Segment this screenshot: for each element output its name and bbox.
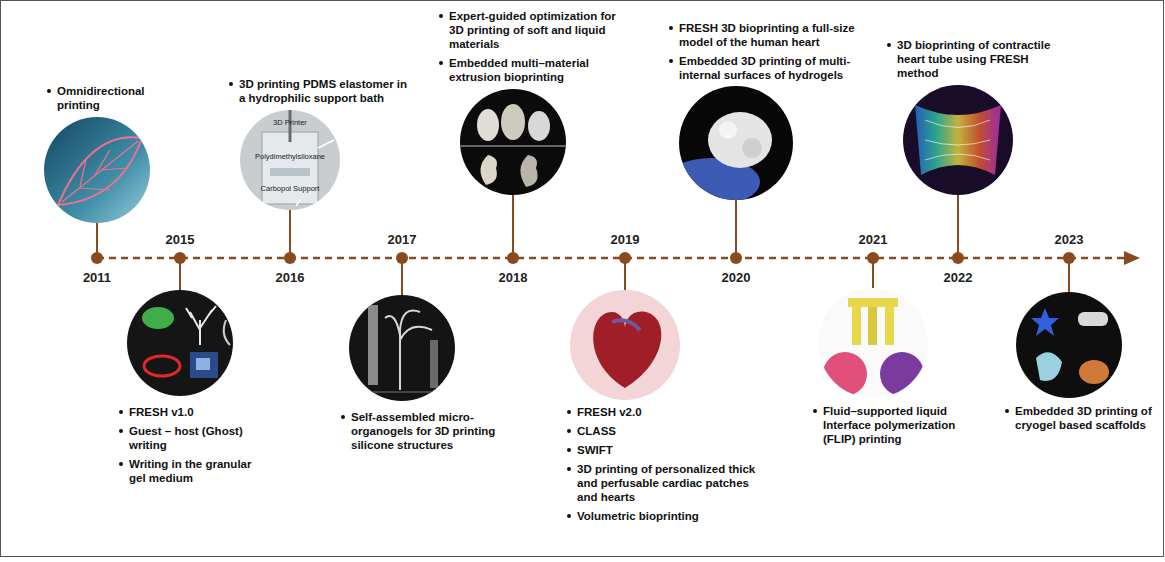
bullet-dot: [669, 26, 673, 30]
bullet-dot: [119, 410, 123, 414]
bullet-dot: [813, 409, 817, 413]
photo-heart-v2: [568, 288, 682, 402]
year-label: 2016: [276, 270, 305, 285]
bullet-dot: [119, 429, 123, 433]
timeline-entry: Guest – host (Ghost) writing: [118, 424, 268, 452]
timeline-entry: 3D printing PDMS elastomer in a hydrophi…: [228, 77, 413, 105]
entry-text: FRESH v1.0: [129, 405, 268, 419]
year-label: 2022: [944, 270, 973, 285]
timeline-dots: [91, 252, 1075, 264]
year-label: 2023: [1055, 232, 1084, 247]
timeline-entry: Omnidirectional printing: [46, 84, 164, 112]
photo-flip-printing: [816, 286, 930, 400]
photo-annotation: 3D Printer: [273, 118, 307, 127]
photo-fresh-v1: [125, 288, 235, 398]
timeline-entry: Volumetric bioprinting: [566, 509, 756, 523]
year-label: 2011: [83, 270, 111, 285]
entry-text: Embedded multi–material extrusion biopri…: [449, 56, 628, 84]
entry-text: 3D printing of personalized thick and pe…: [577, 462, 756, 504]
bullet-dot: [669, 59, 673, 63]
timeline-entry: FRESH v1.0: [118, 405, 268, 419]
entry-text: Fluid–supported liquid Interface polymer…: [823, 404, 988, 446]
photo-annotation: Polydimethylsiloxane: [255, 152, 325, 161]
entry-text: Embedded 3D printing of cryogel based sc…: [1015, 404, 1158, 432]
bullet-dot: [439, 61, 443, 65]
photo-full-size-heart: [664, 84, 795, 206]
timeline-entry: Expert-guided optimization for 3D printi…: [438, 9, 628, 51]
timeline-entry: FRESH v2.0: [566, 405, 756, 419]
bullet-dot: [567, 514, 571, 518]
photo-pdms-printing: [238, 108, 342, 212]
bullet-dot: [567, 467, 571, 471]
entry-text: 3D bioprinting of contractile heart tube…: [897, 38, 1068, 80]
entry-text: Volumetric bioprinting: [577, 509, 756, 523]
timeline-entry: CLASS: [566, 424, 756, 438]
photo-omnidirectional: [40, 112, 156, 228]
bullet-dot: [439, 14, 443, 18]
entry-text: SWIFT: [577, 443, 756, 457]
entry-text: Omnidirectional printing: [57, 84, 164, 112]
timeline-entry: Writing in the granular gel medium: [118, 457, 268, 485]
photo-organogels: [347, 293, 457, 403]
year-label: 2021: [859, 232, 888, 247]
timeline-entry: SWIFT: [566, 443, 756, 457]
year-label: 2019: [611, 232, 640, 247]
entry-text: CLASS: [577, 424, 756, 438]
bullet-dot: [567, 410, 571, 414]
entry-text: FRESH 3D bioprinting a full-size model o…: [679, 21, 860, 49]
bullet-dot: [119, 462, 123, 466]
timeline-arrowhead: [1124, 251, 1140, 265]
bullet-dot: [887, 43, 891, 47]
entry-text: Writing in the granular gel medium: [129, 457, 268, 485]
timeline-stems: [97, 195, 1069, 295]
timeline-entry: 3D bioprinting of contractile heart tube…: [886, 38, 1068, 80]
bullet-dot: [229, 82, 233, 86]
timeline-entry: 3D printing of personalized thick and pe…: [566, 462, 756, 504]
entry-text: Embedded 3D printing of multi-internal s…: [679, 54, 860, 82]
photo-multimaterial: [458, 87, 568, 197]
timeline-axis: [97, 257, 1126, 260]
timeline-entry: FRESH 3D bioprinting a full-size model o…: [668, 21, 860, 49]
bullet-dot: [341, 415, 345, 419]
bullet-dot: [1005, 409, 1009, 413]
timeline-entry: Self-assembled micro-organogels for 3D p…: [340, 410, 512, 452]
entry-text: Guest – host (Ghost) writing: [129, 424, 268, 452]
timeline-entry: Embedded multi–material extrusion biopri…: [438, 56, 628, 84]
year-label: 2015: [166, 232, 195, 247]
timeline-entry: Embedded 3D printing of multi-internal s…: [668, 54, 860, 82]
entry-text: 3D printing PDMS elastomer in a hydrophi…: [239, 77, 413, 105]
entry-text: FRESH v2.0: [577, 405, 756, 419]
bullet-dot: [47, 89, 51, 93]
bullet-dot: [567, 429, 571, 433]
year-label: 2018: [499, 270, 528, 285]
timeline-entry: Fluid–supported liquid Interface polymer…: [812, 404, 988, 446]
year-label: 2020: [722, 270, 751, 285]
year-label: 2017: [388, 232, 417, 247]
photo-annotation: Carbopol Support: [261, 184, 320, 193]
photo-cryogel: [1014, 290, 1124, 400]
bullet-dot: [567, 448, 571, 452]
photo-heart-tube: [901, 83, 1015, 197]
entry-text: Expert-guided optimization for 3D printi…: [449, 9, 628, 51]
entry-text: Self-assembled micro-organogels for 3D p…: [351, 410, 512, 452]
timeline-entry: Embedded 3D printing of cryogel based sc…: [1004, 404, 1158, 432]
